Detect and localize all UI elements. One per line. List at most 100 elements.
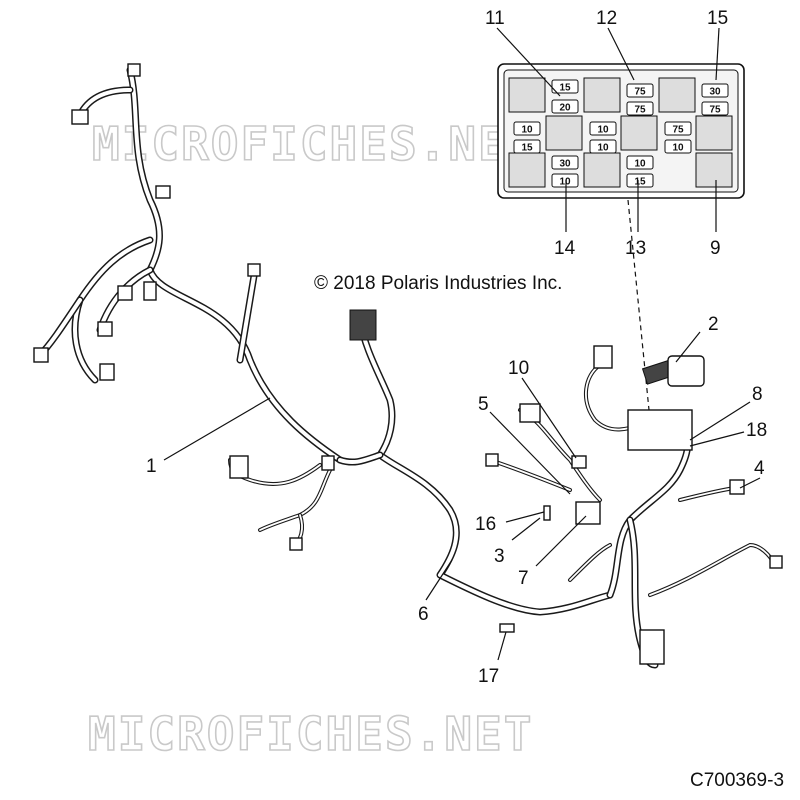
fuse-box-assembly [627,409,693,451]
watermark-top: MICROFICHES.NET [92,117,537,171]
connector [127,63,141,77]
fuse [626,173,654,188]
connector [289,537,303,551]
callout-5: 5 [478,394,489,415]
leader-3 [511,517,541,541]
relay-socket [545,115,583,151]
fuse-rating: 30 [709,87,721,98]
connector [593,345,613,369]
fuse [513,121,541,136]
fuse-rating: 75 [634,105,646,116]
leader-1 [163,397,271,461]
relay-socket [583,152,621,188]
fuse [551,155,579,170]
leader-16 [505,511,545,523]
callout-9: 9 [710,238,721,259]
callout-14: 14 [554,238,576,259]
connector [485,453,499,467]
callout-12: 12 [596,8,617,29]
fuse-rating: 10 [634,159,646,170]
connector [639,629,665,665]
callout-7: 7 [518,568,529,589]
connector [97,321,113,337]
clip-17 [499,623,515,633]
fuse [551,99,579,114]
fuse-rating: 75 [634,87,646,98]
connector [519,403,541,423]
callout-11: 11 [485,8,505,29]
callout-13: 13 [625,238,646,259]
relay-socket [583,77,621,113]
fuse-rating: 10 [672,143,684,154]
fuse [551,173,579,188]
fuse [626,101,654,116]
connector-16 [543,505,551,521]
connector-10 [571,455,587,469]
callout-6: 6 [418,604,429,625]
leader-17 [497,631,507,661]
connector [33,347,49,363]
leader-11 [496,27,561,97]
callout-4: 4 [754,458,765,479]
fuse [664,121,692,136]
fuse-rating: 75 [672,125,684,136]
leader-8 [689,401,751,441]
fuse-rating: 10 [597,143,609,154]
connector-cover [667,355,705,387]
fuse [589,121,617,136]
leader-5 [489,411,571,495]
fuse-rating: 30 [559,159,571,170]
leader-12 [607,27,635,81]
connector [229,455,249,479]
relay-socket [620,115,658,151]
fuse [664,139,692,154]
leader-2 [675,331,701,363]
fuse-rating: 10 [597,125,609,136]
connector [769,555,783,569]
leader-18 [689,431,745,447]
fuse-rating: 10 [559,177,571,188]
leader-15 [715,27,720,81]
callout-10: 10 [508,358,529,379]
fuse [626,155,654,170]
fuse-rating: 15 [521,143,533,154]
callout-16: 16 [475,514,496,535]
fuse-rating: 15 [634,177,646,188]
fuse [513,139,541,154]
callout-2: 2 [708,314,719,335]
connector [155,185,171,199]
connector-4 [729,479,745,495]
relay-socket-9 [695,152,733,188]
copyright-text: © 2018 Polaris Industries Inc. [314,273,562,294]
connector [247,263,261,277]
watermark-bottom: MICROFICHES.NET [88,707,533,761]
callout-17: 17 [478,666,499,687]
relay-socket [695,115,733,151]
fuse-box-dashed-leader [627,199,651,421]
callout-1: 1 [146,456,157,477]
part-number: C700369-3 [690,770,784,791]
leader-10 [521,377,577,459]
callout-3: 3 [494,546,505,567]
relay-socket [508,152,546,188]
callout-8: 8 [752,384,763,405]
relay-socket [508,77,546,113]
connector [143,281,157,301]
connector [321,455,335,471]
connector [99,363,115,381]
relay-socket [658,77,696,113]
connector [71,109,89,125]
callout-18: 18 [746,420,767,441]
connector [349,309,377,341]
fuse [626,83,654,98]
fuse [701,83,729,98]
connector [575,501,601,525]
connector [117,285,133,301]
fuse-rating: 20 [559,103,571,114]
harness-6-main [336,316,614,616]
leader-7 [535,515,587,567]
leader-4 [739,477,761,489]
